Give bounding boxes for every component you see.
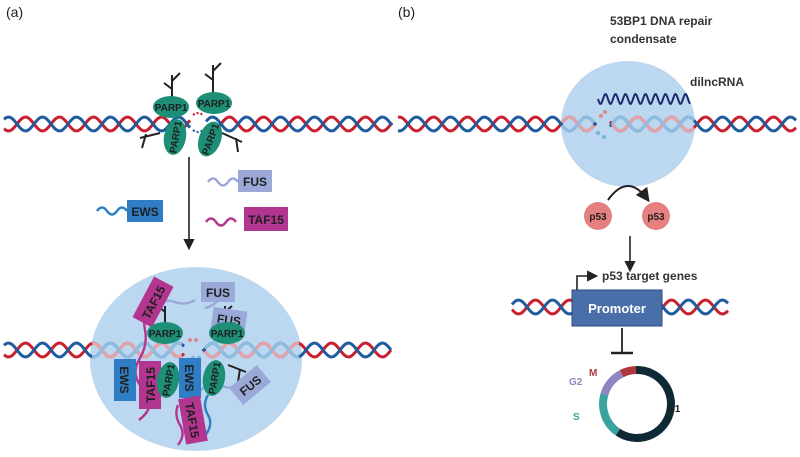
svg-text:TAF15: TAF15 [182,401,202,439]
dna-break-b [596,110,607,139]
parp1-bottom-right: PARP1 [197,121,222,157]
parp1-bottom-left: PARP1 [163,119,187,155]
cell-cycle-labels: M G1 S G2 [569,368,681,423]
ews-condensate-mid: EWS [179,358,201,398]
p53-right: p53 [642,202,670,230]
free-taf15: TAF15 [205,207,288,231]
fus-condensate-top: FUS [201,282,235,302]
dna-helix-bottom-a [3,341,393,359]
panel-a-label: (a) [6,4,23,20]
cell-cycle-phase-s [599,393,621,436]
phase-label-g1: G1 [667,404,681,415]
parp1-cluster-top: PARP1 PARP1 PARP1 PARP1 [139,62,243,157]
par-chain-2 [204,62,222,97]
cell-cycle-phase-m [619,366,637,378]
svg-text:EWS: EWS [182,364,196,391]
svg-text:EWS: EWS [117,366,131,393]
svg-text:PARP1: PARP1 [155,103,188,114]
dna-strand-red [3,115,394,133]
parp1-top-right: PARP1 [196,92,232,114]
svg-text:p53: p53 [647,212,665,223]
dna-helix-b-top [397,115,798,133]
condensate-a-proteins: TAF15 FUS FUS PARP1 PARP1 [114,276,271,446]
parp1-condensate-low-left: PARP1 [156,362,180,398]
parp1-top-left: PARP1 [153,96,189,118]
phase-label-m: M [589,368,597,379]
dilncrna-strand [597,93,691,105]
condensate-title-line2: condensate [610,32,677,46]
panel-b-label: (b) [398,4,415,20]
svg-text:PARP1: PARP1 [149,329,182,340]
dna-strand-in-condensate [560,115,596,133]
inhibition-symbol [611,328,633,355]
svg-text:PARP1: PARP1 [211,329,244,340]
dna-strand-in-condensate [91,341,183,359]
free-ews: EWS [96,200,163,222]
condensate-title-line1: 53BP1 DNA repair [610,14,713,28]
ews-condensate-left: EWS [114,359,136,401]
p53-activation-arrow [607,185,650,203]
svg-text:TAF15: TAF15 [144,367,158,403]
ews-label: EWS [131,205,158,219]
svg-text:PARP1: PARP1 [198,99,231,110]
dilncrna-label: dilncRNA [690,75,744,89]
svg-text:p53: p53 [589,212,607,223]
panel-b: (b) 53BP1 DNA repair condensate dilncRNA… [397,4,798,442]
promoter-box: Promoter [571,289,663,327]
fus-label: FUS [243,175,267,189]
parp1-condensate-low-right: PARP1 [202,360,226,396]
phase-label-s: S [573,412,580,423]
dna-strand-blue [3,115,394,133]
cell-cycle-phase-g2 [600,370,624,396]
par-chain-1 [163,72,181,97]
dna-break-top-a [192,111,204,134]
dna-strand-in-condensate [610,115,696,133]
taf15-label: TAF15 [248,213,284,227]
p53-left: p53 [584,202,612,230]
target-genes-label: p53 target genes [602,269,698,283]
taf15-condensate-mid: TAF15 [139,361,161,409]
phase-label-g2: G2 [569,377,583,388]
par-chain-4 [221,132,243,153]
parp1-condensate-right: PARP1 [209,322,245,344]
transcription-arrow [576,270,599,290]
free-fus: FUS [207,170,272,192]
dna-strand-in-condensate [91,341,183,359]
parp1-condensate-left: PARP1 [147,322,183,344]
taf15-condensate-bottom: TAF15 [178,395,208,445]
cell-cycle-ring [599,366,675,442]
svg-text:FUS: FUS [206,286,230,300]
panel-a: (a) PARP1 [3,4,394,451]
par-chain-3 [139,132,161,149]
dna-strand-in-condensate [203,341,300,359]
promoter-label: Promoter [588,301,646,316]
cell-cycle-phase-g1 [615,366,675,442]
dna-helix-top-a [3,115,394,133]
